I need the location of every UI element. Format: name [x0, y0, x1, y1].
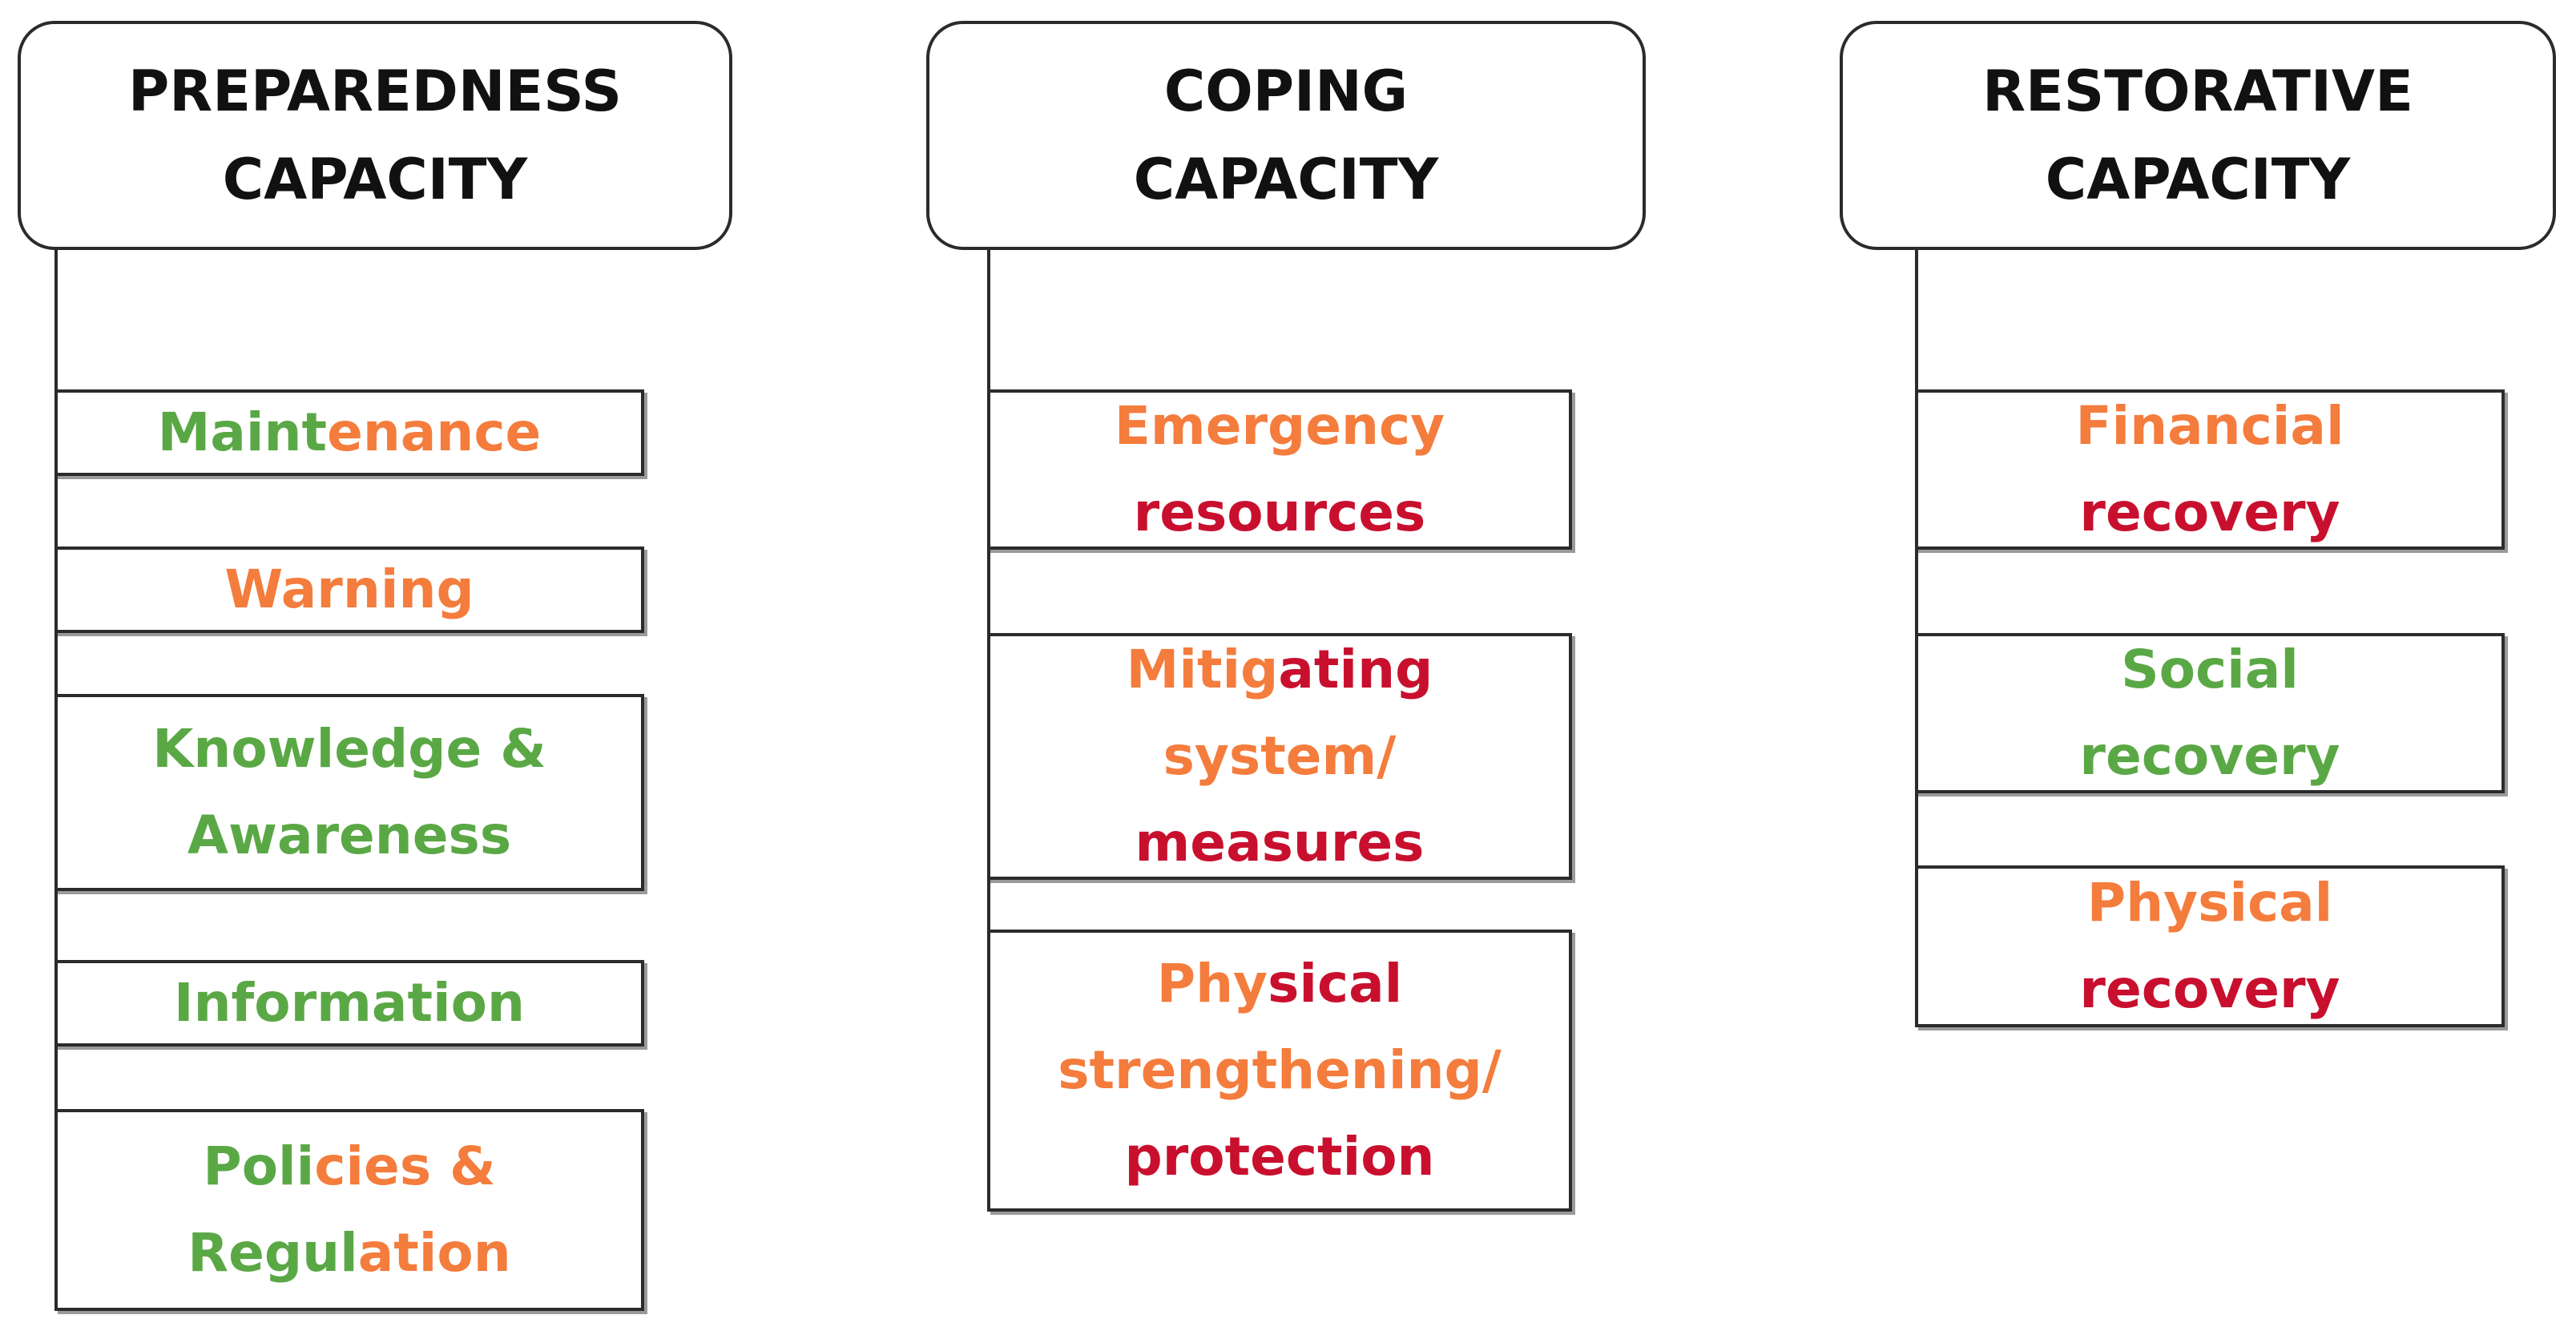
text-segment: measures: [1135, 812, 1425, 873]
text-segment: ating: [1278, 639, 1433, 700]
item-line: Warning: [224, 547, 474, 633]
item-line: recovery: [2079, 946, 2340, 1033]
item-social-recovery: Social recovery: [1915, 633, 2505, 793]
text-segment: cies &: [314, 1135, 496, 1197]
text-segment: enance: [327, 401, 542, 463]
text-segment: resources: [1133, 482, 1426, 543]
text-segment: Warning: [224, 559, 474, 620]
text-segment: Social: [2121, 639, 2299, 700]
item-line: Physical: [1157, 941, 1403, 1027]
item-line: measures: [1135, 800, 1425, 886]
item-line: system/: [1163, 713, 1397, 800]
item-maintenance: Maintenance: [54, 389, 644, 476]
item-line: Regulation: [187, 1210, 510, 1297]
item-information: Information: [54, 960, 644, 1047]
item-line: protection: [1124, 1114, 1434, 1200]
text-segment: Knowledge &: [152, 718, 546, 780]
text-segment: Mitig: [1126, 639, 1279, 700]
item-line: resources: [1134, 470, 1426, 556]
text-segment: strengthening/: [1058, 1039, 1502, 1101]
item-line: Awareness: [187, 793, 511, 879]
text-segment: Poli: [203, 1135, 315, 1197]
text-segment: Regul: [187, 1222, 358, 1284]
header-line: CAPACITY: [1133, 147, 1439, 212]
item-line: Information: [174, 960, 525, 1047]
item-line: Emergency: [1115, 383, 1445, 470]
item-line: strengthening/: [1058, 1027, 1502, 1114]
item-physical-recovery: Physical recovery: [1915, 865, 2505, 1027]
text-segment: system/: [1163, 725, 1397, 787]
header-line: RESTORATIVE: [1982, 58, 2413, 124]
item-mitigating-system-measures: Mitigating system/ measures: [987, 633, 1572, 880]
item-line: Social: [2121, 627, 2299, 713]
header-line: COPING: [1163, 58, 1409, 124]
text-segment: Awareness: [187, 805, 512, 866]
text-segment: protection: [1124, 1126, 1435, 1188]
text-segment: recovery: [2079, 725, 2340, 787]
header-coping-capacity: COPING CAPACITY: [926, 21, 1646, 250]
item-knowledge-awareness: Knowledge & Awareness: [54, 694, 644, 891]
header-restorative-capacity: RESTORATIVE CAPACITY: [1840, 21, 2556, 250]
header-line: PREPAREDNESS: [128, 58, 622, 124]
item-line: Mitigating: [1127, 627, 1433, 713]
text-segment: Phy: [1156, 953, 1268, 1014]
text-segment: recovery: [2079, 958, 2340, 1020]
item-line: Maintenance: [158, 389, 542, 476]
item-emergency-resources: Emergency resources: [987, 389, 1572, 550]
text-segment: Emergency: [1114, 395, 1445, 457]
item-line: Policies &: [203, 1123, 495, 1210]
header-line: CAPACITY: [222, 147, 528, 212]
item-line: Physical: [2087, 860, 2333, 946]
text-segment: ation: [357, 1222, 511, 1284]
text-segment: Information: [174, 972, 525, 1034]
item-line: recovery: [2079, 470, 2340, 556]
text-segment: Financial: [2075, 395, 2344, 457]
item-line: recovery: [2079, 713, 2340, 800]
item-financial-recovery: Financial recovery: [1915, 389, 2505, 550]
text-segment: Maint: [157, 401, 328, 463]
item-line: Financial: [2075, 383, 2344, 470]
header-line: CAPACITY: [2045, 147, 2351, 212]
text-segment: sical: [1268, 953, 1403, 1014]
header-preparedness-capacity: PREPAREDNESS CAPACITY: [18, 21, 732, 250]
item-policies-regulation: Policies & Regulation: [54, 1109, 644, 1311]
item-line: Knowledge &: [152, 706, 546, 793]
item-warning: Warning: [54, 547, 644, 633]
text-segment: recovery: [2079, 482, 2340, 543]
text-segment: Physical: [2086, 872, 2333, 934]
item-physical-strengthening-protection: Physical strengthening/ protection: [987, 930, 1572, 1212]
